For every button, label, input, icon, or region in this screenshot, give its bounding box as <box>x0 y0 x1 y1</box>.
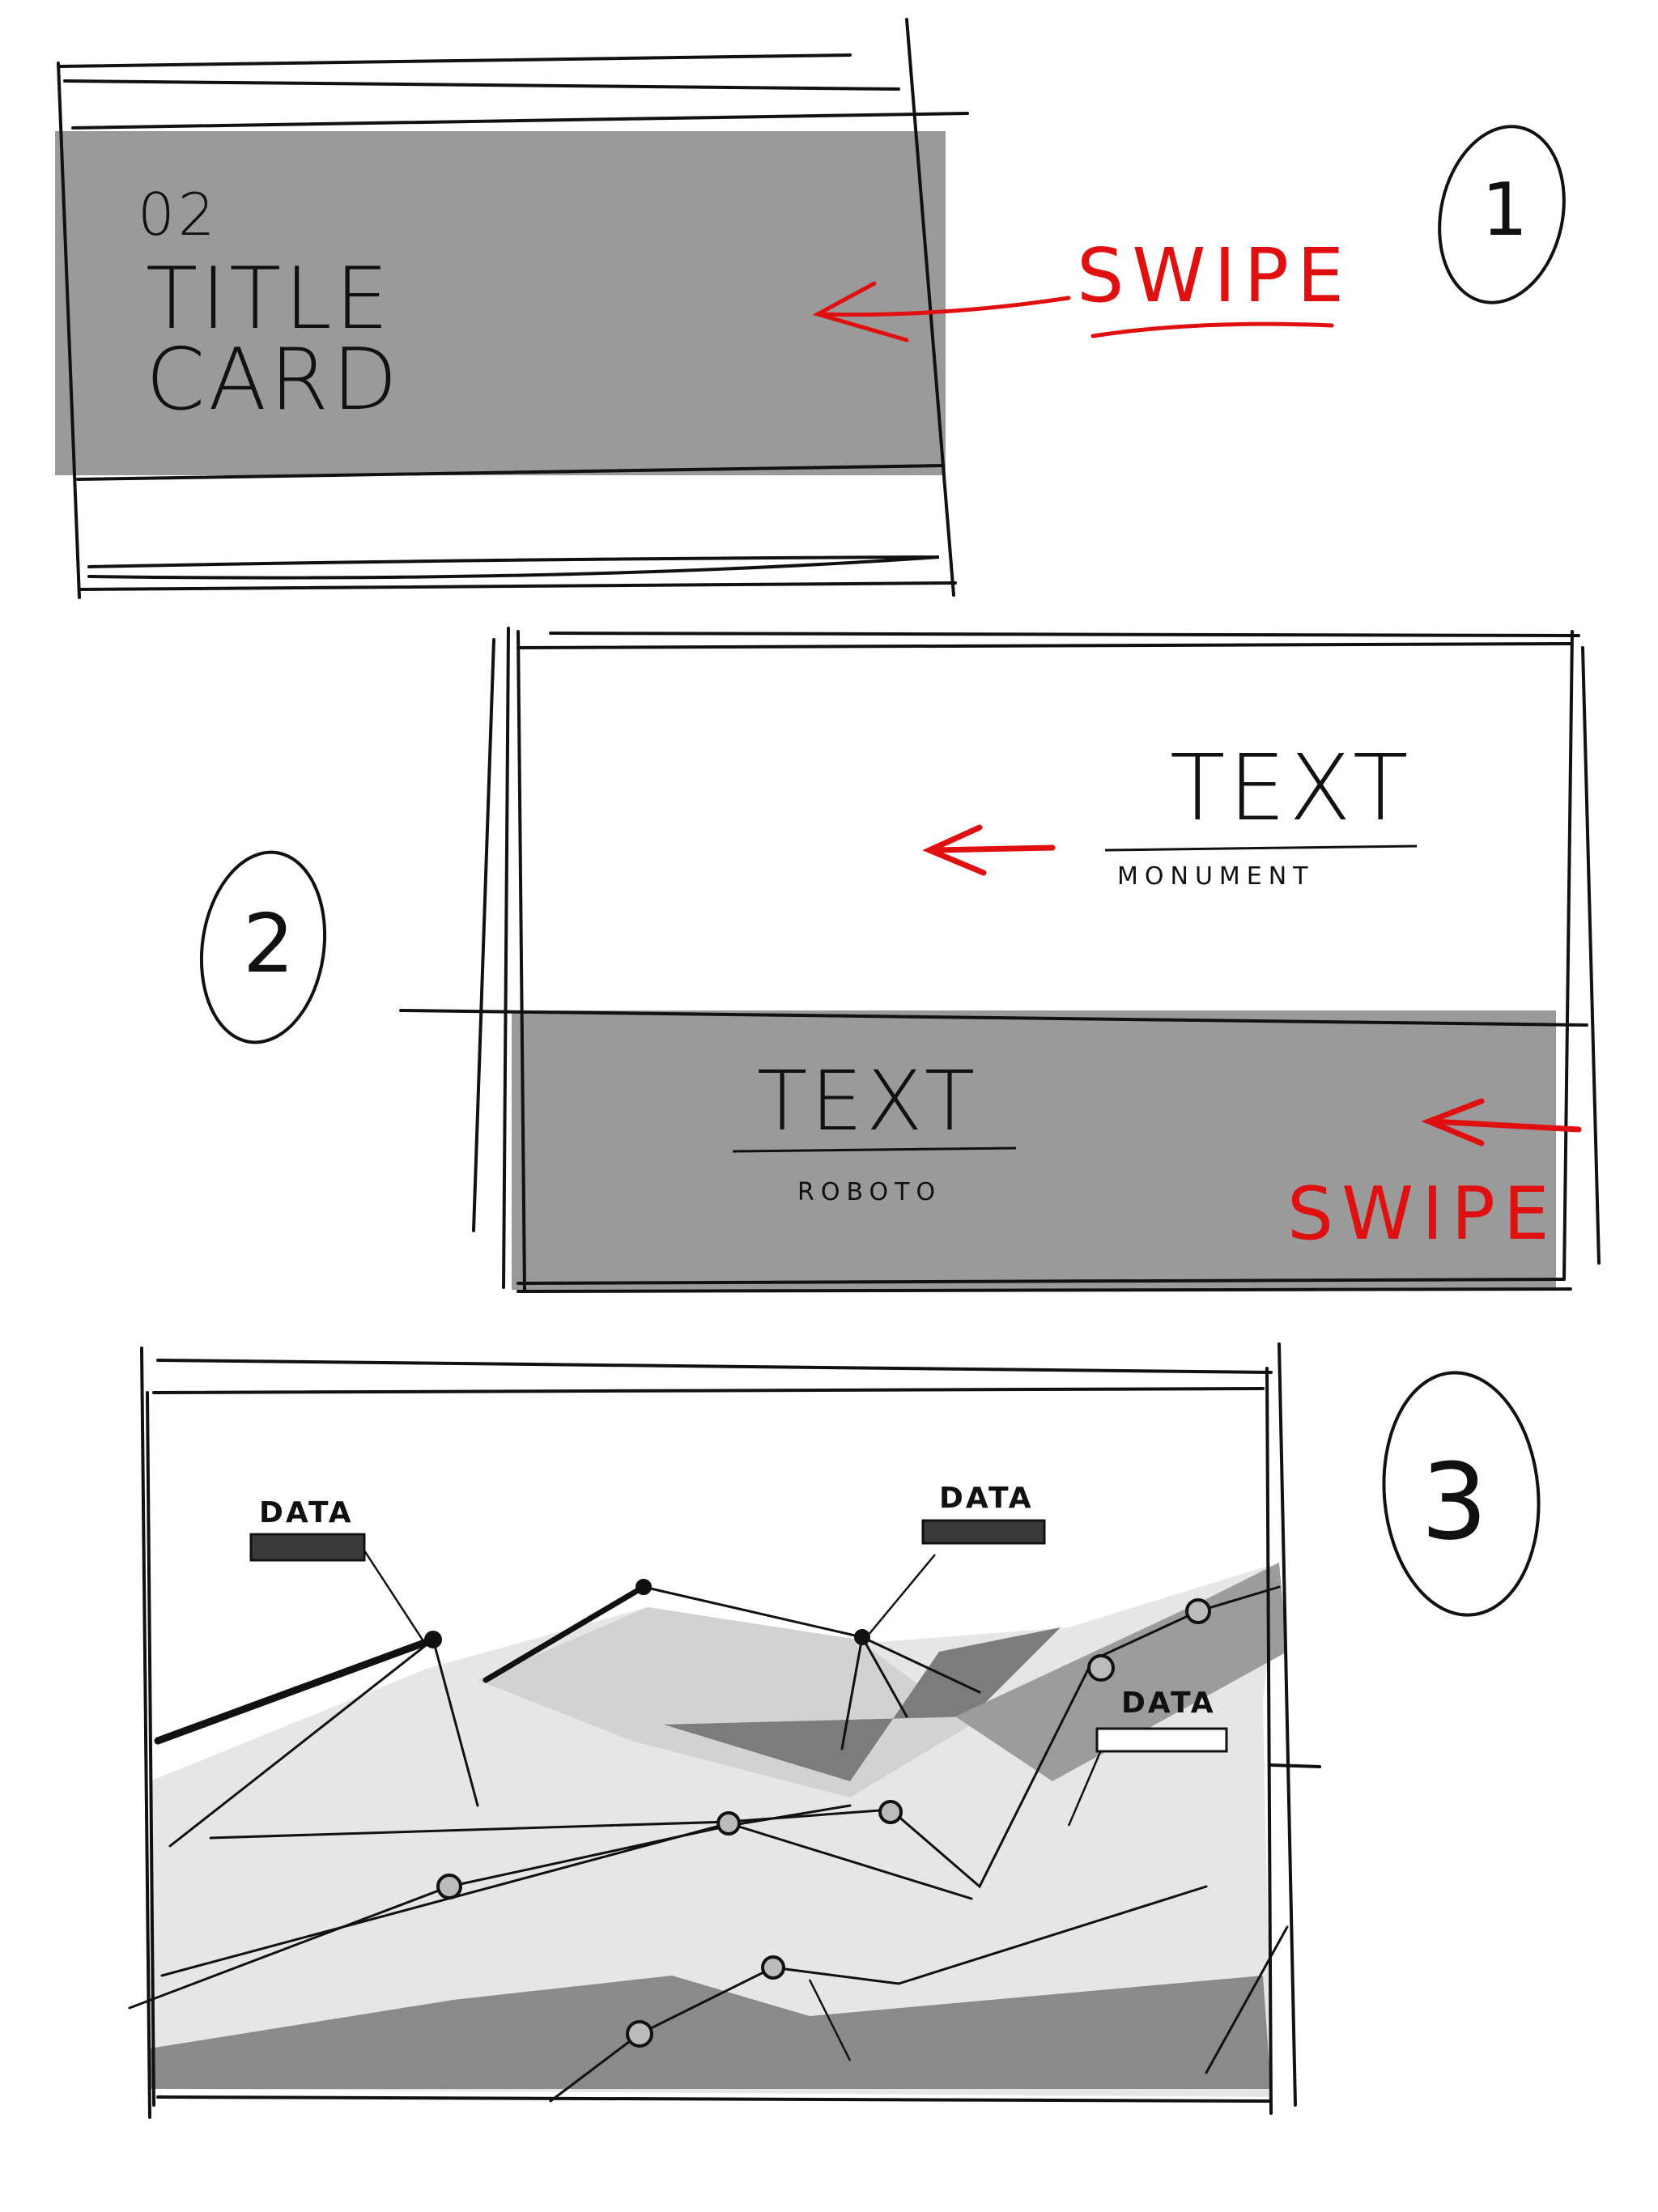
panel-1-frame <box>57 18 969 599</box>
panel-3-data-nodes <box>424 1579 1211 2048</box>
data-node <box>854 1629 870 1645</box>
step-circle-1 <box>1438 125 1566 304</box>
panel-1-gray-fill <box>55 131 946 475</box>
panel-1-number: 02 <box>138 181 219 249</box>
panel-3-bold-segment-2 <box>483 1584 647 1683</box>
panel-1-title-line2: CARD <box>146 330 401 429</box>
data-node <box>878 1800 903 1824</box>
panel-3-bold-segment <box>154 1636 437 1745</box>
panel-3-data-bar-mid <box>921 1519 1046 1545</box>
panel-2-top-underline <box>1104 844 1418 852</box>
panel-1-swipe-arrow-icon <box>812 281 1071 342</box>
panel-3-terrain-dark <box>664 1627 1061 1781</box>
data-node <box>1087 1654 1115 1682</box>
panel-2-top-text: TEXT <box>1170 736 1411 841</box>
data-node <box>436 1874 462 1899</box>
step-circle-3 <box>1382 1371 1541 1617</box>
panel-2-bottom-caption: ROBOTO <box>797 1178 942 1206</box>
panel-2-bottom-text: TEXT <box>757 1053 978 1150</box>
panel-3-data-bar-right <box>1095 1727 1228 1753</box>
step-number-2: 2 <box>243 896 295 991</box>
panel-3-label-mid: DATA <box>939 1482 1034 1515</box>
data-node <box>626 2020 653 2048</box>
panel-2-gray-fill <box>512 1010 1556 1290</box>
data-node <box>1185 1598 1211 1624</box>
panel-3: DATA DATA DATA 3 <box>128 1342 1541 2119</box>
data-node <box>761 1955 785 1980</box>
panel-3-data-bar-left <box>249 1533 366 1562</box>
step-number-3: 3 <box>1421 1440 1488 1563</box>
panel-3-callout-leaders <box>363 1550 1107 2061</box>
panel-3-terrain-floor <box>150 1976 1271 2089</box>
panel-1-swipe-label: SWIPE <box>1077 232 1352 319</box>
data-node <box>716 1811 741 1836</box>
step-number-1: 1 <box>1482 168 1528 253</box>
data-node <box>636 1579 652 1595</box>
panel-2-swipe-label: SWIPE <box>1287 1172 1558 1257</box>
data-node <box>424 1631 442 1648</box>
panel-2-frame <box>399 627 1601 1293</box>
panel-2-bottom-underline <box>732 1146 1017 1153</box>
panel-2-left-arrow-icon <box>922 824 1056 876</box>
panel-1: 02 TITLE CARD SWIPE 1 <box>55 18 1566 599</box>
panel-3-frame <box>140 1342 1321 2119</box>
panel-2: TEXT MONUMENT TEXT ROBOTO SWIPE 2 <box>199 627 1601 1293</box>
panel-3-label-right: DATA <box>1121 1687 1216 1720</box>
panel-1-swipe-underline <box>1090 321 1334 338</box>
panel-3-label-left: DATA <box>259 1496 354 1529</box>
panel-1-title-line1: TITLE <box>146 249 392 348</box>
panel-2-top-caption: MONUMENT <box>1117 862 1315 891</box>
panel-2-right-arrow-icon <box>1421 1098 1582 1146</box>
step-circle-2 <box>199 850 327 1044</box>
